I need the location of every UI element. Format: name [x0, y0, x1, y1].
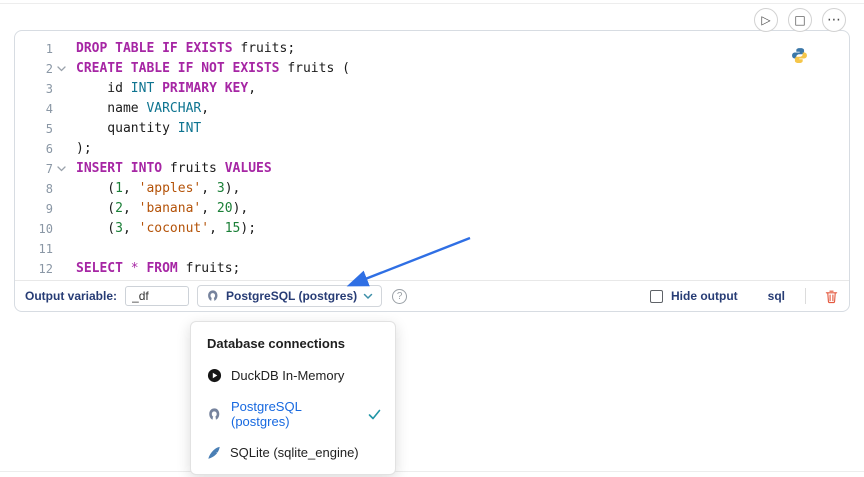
fold-spacer — [53, 259, 70, 279]
fold-spacer — [53, 199, 70, 219]
hide-output-label: Hide output — [671, 289, 738, 303]
line-number: 6 — [45, 142, 53, 156]
footer-divider — [805, 288, 806, 304]
code-line[interactable]: 6); — [15, 139, 849, 159]
line-number: 2 — [45, 62, 53, 76]
menu-item-postgresql-postgres[interactable]: PostgreSQL (postgres) — [191, 391, 395, 437]
code-line[interactable]: 1 DROP TABLE IF EXISTS fruits; — [15, 39, 849, 59]
menu-item-label: PostgreSQL (postgres) — [231, 399, 302, 429]
trash-icon[interactable] — [824, 289, 839, 304]
code-line[interactable]: 5 quantity INT — [15, 119, 849, 139]
code-text: CREATE TABLE IF NOT EXISTS fruits ( — [76, 61, 350, 76]
line-number: 10 — [38, 222, 53, 236]
cell-footer: Output variable: PostgreSQL (postgres) ?… — [15, 280, 849, 311]
line-number: 11 — [38, 242, 53, 256]
output-variable-input[interactable] — [125, 286, 190, 306]
code-line[interactable]: 4 name VARCHAR, — [15, 99, 849, 119]
ellipsis-icon: ⋯ — [827, 12, 841, 28]
fold-spacer — [53, 79, 70, 99]
fold-chevron-icon[interactable] — [53, 159, 70, 179]
code-line[interactable]: 3 id INT PRIMARY KEY, — [15, 79, 849, 99]
line-number: 12 — [38, 262, 53, 276]
fold-chevron-icon[interactable] — [53, 59, 70, 79]
code-line[interactable]: 8 (1, 'apples', 3), — [15, 179, 849, 199]
code-text: ); — [76, 141, 92, 156]
postgresql-icon — [206, 289, 220, 303]
run-button[interactable]: ▷ — [754, 8, 778, 32]
fold-spacer — [53, 219, 70, 239]
code-text: (1, 'apples', 3), — [76, 181, 241, 196]
code-editor[interactable]: 1 DROP TABLE IF EXISTS fruits; 2 CREATE TAB… — [15, 31, 849, 280]
connection-dropdown-button[interactable]: PostgreSQL (postgres) — [197, 285, 383, 307]
line-number: 1 — [45, 42, 53, 56]
connection-dropdown-label: PostgreSQL (postgres) — [226, 289, 358, 303]
code-text: id INT PRIMARY KEY, — [76, 81, 257, 96]
hide-output-checkbox[interactable] — [650, 289, 663, 303]
line-number: 4 — [45, 102, 53, 116]
code-text: INSERT INTO fruits VALUES — [76, 161, 272, 176]
menu-item-sqlite-sqlite-engine[interactable]: SQLite (sqlite_engine) — [191, 437, 395, 468]
code-line[interactable]: 7 INSERT INTO fruits VALUES — [15, 159, 849, 179]
play-icon: ▷ — [761, 13, 771, 27]
code-text: (3, 'coconut', 15); — [76, 221, 257, 236]
code-line[interactable]: 12 SELECT * FROM fruits; — [15, 259, 849, 279]
line-number: 8 — [45, 182, 53, 196]
python-icon — [791, 47, 808, 69]
connection-menu-header: Database connections — [207, 336, 345, 351]
code-text: quantity INT — [76, 121, 202, 136]
page-divider-bottom — [0, 471, 864, 472]
language-label[interactable]: sql — [767, 289, 785, 303]
code-text: SELECT * FROM fruits; — [76, 261, 241, 276]
menu-item-label: SQLite (sqlite_engine) — [230, 445, 359, 460]
editor-lines: 1 DROP TABLE IF EXISTS fruits; 2 CREATE TAB… — [15, 39, 849, 279]
code-text: name VARCHAR, — [76, 101, 210, 116]
code-text: (2, 'banana', 20), — [76, 201, 249, 216]
fold-spacer — [53, 39, 70, 59]
code-text — [70, 239, 84, 259]
code-line[interactable]: 9 (2, 'banana', 20), — [15, 199, 849, 219]
cell-actions: ▷ □ ⋯ — [754, 8, 846, 32]
line-number: 7 — [45, 162, 53, 176]
menu-item-duckdb-in-memory[interactable]: DuckDB In-Memory — [191, 360, 395, 391]
code-text: DROP TABLE IF EXISTS fruits; — [76, 41, 296, 56]
page-divider-top — [0, 3, 864, 4]
menu-item-label: DuckDB In-Memory — [231, 368, 345, 383]
line-number: 5 — [45, 122, 53, 136]
fold-spacer — [53, 179, 70, 199]
postgresql-icon — [207, 407, 222, 422]
code-line[interactable]: 2 CREATE TABLE IF NOT EXISTS fruits ( — [15, 59, 849, 79]
output-variable-label: Output variable: — [25, 289, 118, 303]
more-options-button[interactable]: ⋯ — [822, 8, 846, 32]
line-number: 9 — [45, 202, 53, 216]
stop-icon: □ — [794, 13, 806, 27]
sql-cell: 1 DROP TABLE IF EXISTS fruits; 2 CREATE TAB… — [14, 30, 850, 312]
duckdb-icon — [207, 368, 222, 383]
sqlite-icon — [207, 446, 221, 460]
fold-spacer — [53, 139, 70, 159]
interrupt-button[interactable]: □ — [788, 8, 812, 32]
fold-spacer — [53, 119, 70, 139]
code-line[interactable]: 10 (3, 'coconut', 15); — [15, 219, 849, 239]
code-line[interactable]: 11 — [15, 239, 849, 259]
fold-spacer — [53, 99, 70, 119]
fold-spacer — [53, 239, 70, 259]
check-icon — [368, 409, 381, 420]
line-number: 3 — [45, 82, 53, 96]
chevron-down-icon — [363, 293, 373, 300]
help-icon[interactable]: ? — [392, 288, 408, 304]
